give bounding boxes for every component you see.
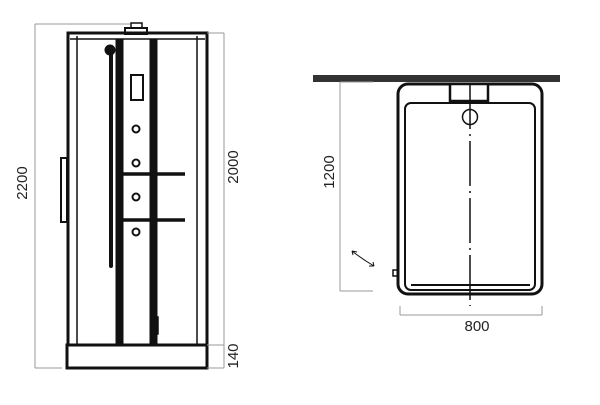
top-knob [130,22,143,29]
jet-icon [131,124,141,134]
dimension-2200-label: 2200 [14,166,31,199]
dimension-140-label: 140 [225,343,242,368]
dimension-1200-label: 1200 [321,155,338,188]
dimension-2000-lines [207,32,225,369]
door-handle [60,157,68,223]
door-swing-arrow-icon [351,250,375,267]
front-view: 2200 2000 140 [14,22,242,370]
right-post [149,39,158,346]
cabin-frame [66,31,209,347]
control-display [130,74,144,101]
plan-view: 1200 800 [313,75,560,335]
dimension-2000-label: 2000 [225,150,242,183]
jet-icon [131,227,141,237]
dimension-2200-lines [34,23,130,369]
shower-head-icon [104,44,116,56]
door-hinge [392,269,399,277]
shower-tray [65,343,209,370]
dimension-800-lines [399,306,543,316]
dimension-1200-lines [339,81,373,292]
column-housing [448,82,490,103]
jet-icon [131,158,141,168]
wall [313,75,560,82]
left-post [115,39,124,346]
jet-icon [131,192,141,202]
dimension-800-label: 800 [464,318,489,335]
